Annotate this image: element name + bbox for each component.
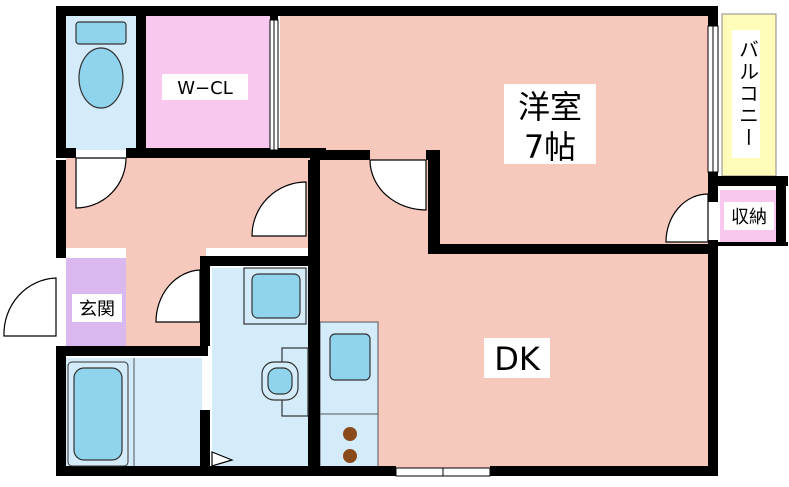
storage-label: 収納 [731,207,767,228]
western-room-lower [440,160,708,246]
western-room-size: 7帖 [524,128,576,166]
walls [56,6,788,476]
stove-burners [343,427,357,463]
entrance-label: 玄関 [79,299,115,320]
balcony-label-box: バルコニー [732,30,760,158]
balcony-label: バルコニー [736,39,760,149]
kitchen-sink-fixture [320,333,378,415]
washing-machine-fixture [243,267,307,325]
toilet-fixture [75,21,127,109]
storage-label-box: 収納 [724,202,774,230]
dk-label: DK [494,340,541,378]
dk-label-box: DK [484,338,550,378]
windows [269,19,719,477]
bathtub-fixture [67,358,135,467]
western-room-name: 洋室 [518,88,582,126]
western-room [280,14,708,162]
wcl-label-box: W−CL [162,74,248,100]
western-room-label-box: 洋室 7帖 [504,84,596,166]
entrance-label-box: 玄関 [72,294,122,322]
washbasin-fixture [261,347,309,417]
walk-in-closet-label: W−CL [177,78,232,99]
door-swings [3,157,709,467]
